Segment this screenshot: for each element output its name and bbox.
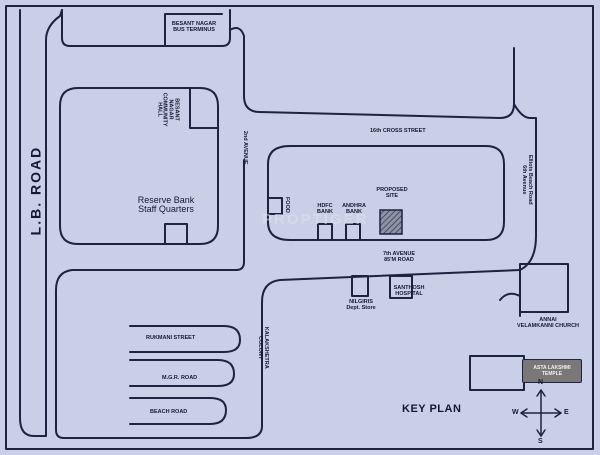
elliots-road-outline <box>513 103 537 271</box>
reserve-bank-label: Reserve Bank Staff Quarters <box>126 195 206 215</box>
mgr-road <box>129 359 235 387</box>
seventh-avenue-outline <box>55 159 245 291</box>
upper-road-outline <box>229 27 515 119</box>
key-plan-label: KEY PLAN <box>402 403 462 415</box>
reserve-bank-building <box>164 223 188 245</box>
temple-label-1: ASTA LAKSHMI <box>533 364 571 371</box>
nilgiris-building <box>351 275 369 297</box>
andhra-label-2: BANK <box>346 208 362 215</box>
proposed-site-label: PROPOSED SITE <box>370 187 414 200</box>
compass-s: S <box>538 438 543 445</box>
church-building <box>519 263 569 313</box>
community-hall-label: BESANT NAGAR COMMUNITY HALL <box>155 85 180 135</box>
bus-terminus-label-1: BESANT NAGAR <box>171 21 217 27</box>
bus-terminus-label-2: BUS TERMINUS <box>173 26 215 33</box>
temple-label-2: TEMPLE <box>541 371 563 377</box>
santhosh-label-1: SANTHOSH <box>393 285 425 291</box>
lower-left-block <box>55 289 263 439</box>
rukmani-street <box>129 325 241 353</box>
compass-e: E <box>564 409 569 416</box>
annai-church-label: ANNAI VELAMKANNI CHURCH <box>508 317 588 330</box>
lb-road-outline <box>19 9 63 437</box>
kalakshetra-label: KALAKSHETRA COLONY <box>256 322 269 374</box>
annai-church-label-2: VELAMKANNI CHURCH <box>516 322 580 329</box>
second-avenue-label: 2nd AVENUE <box>241 130 248 165</box>
bus-terminus-label: BESANT NAGAR BUS TERMINUS <box>166 21 222 34</box>
elliots-road-label-1: Elliots Beach Road <box>526 154 533 205</box>
elliots-road-label: Elliots Beach Road 6th Avenue <box>520 150 533 210</box>
annai-church-label-1: ANNAI <box>539 317 557 323</box>
hdfc-label-2: BANK <box>317 208 333 215</box>
seventh-avenue-label-2: 85'M ROAD <box>384 256 414 263</box>
community-hall-building <box>189 87 219 129</box>
community-hall-label-1: BESANT <box>173 98 180 121</box>
watermark: PROPTIGER <box>262 211 369 228</box>
andhra-label-1: ANDHRA <box>342 203 366 209</box>
compass-n: N <box>538 379 544 386</box>
santhosh-label-2: HOSPITAL <box>395 290 423 297</box>
reserve-bank-block <box>59 87 219 245</box>
beach-road <box>129 397 227 425</box>
reserve-bank-label-2: Staff Quarters <box>138 204 194 215</box>
cross-street-label: 16th CROSS STREET <box>370 128 426 134</box>
beach-road-label: BEACH ROAD <box>150 409 188 415</box>
proposed-site <box>379 209 403 235</box>
nilgiris-label: NILGIRIS Dept. Store <box>338 299 384 312</box>
compass-arrows <box>520 389 562 437</box>
hdfc-building <box>317 223 333 241</box>
compass-w: W <box>512 409 519 416</box>
compass-icon <box>520 389 562 437</box>
food-building <box>267 197 283 215</box>
community-hall-label-2: NAGAR <box>167 99 174 120</box>
seventh-avenue-label-1: 7th AVENUE <box>382 251 416 257</box>
reserve-bank-label-1: Reserve Bank <box>137 195 195 205</box>
church-outline <box>499 292 521 317</box>
proposed-site-label-2: SITE <box>385 192 399 199</box>
temple-outline <box>469 355 525 391</box>
andhra-building <box>345 223 361 241</box>
asta-lakshmi-temple: ASTA LAKSHMI TEMPLE <box>522 359 582 383</box>
kalakshetra-label-1: KALAKSHETRA <box>262 326 269 369</box>
map-border <box>5 5 594 450</box>
bus-terminus-building <box>164 13 223 47</box>
mgr-road-label: M.G.R. ROAD <box>162 375 198 381</box>
community-hall-label-4: HALL <box>156 102 163 117</box>
bus-terminus-block <box>61 9 231 47</box>
proposed-site-label-1: PROPOSED <box>376 187 408 193</box>
hdfc-label-1: HDFC <box>317 203 333 209</box>
nilgiris-label-2: Dept. Store <box>346 304 376 311</box>
rukmani-street-label: RUKMANI STREET <box>146 335 196 341</box>
nilgiris-label-1: NILGIRIS <box>349 299 373 305</box>
central-block <box>267 145 505 241</box>
seventh-avenue-south <box>261 269 521 303</box>
santhosh-building <box>389 275 413 299</box>
lb-road-label: L.B. ROAD <box>27 145 44 236</box>
santhosh-label: SANTHOSH HOSPITAL <box>384 285 434 298</box>
seventh-avenue-label: 7th AVENUE 85'M ROAD <box>374 251 424 264</box>
andhra-label: ANDHRA BANK <box>338 203 370 216</box>
hdfc-label: HDFC BANK <box>310 203 340 216</box>
